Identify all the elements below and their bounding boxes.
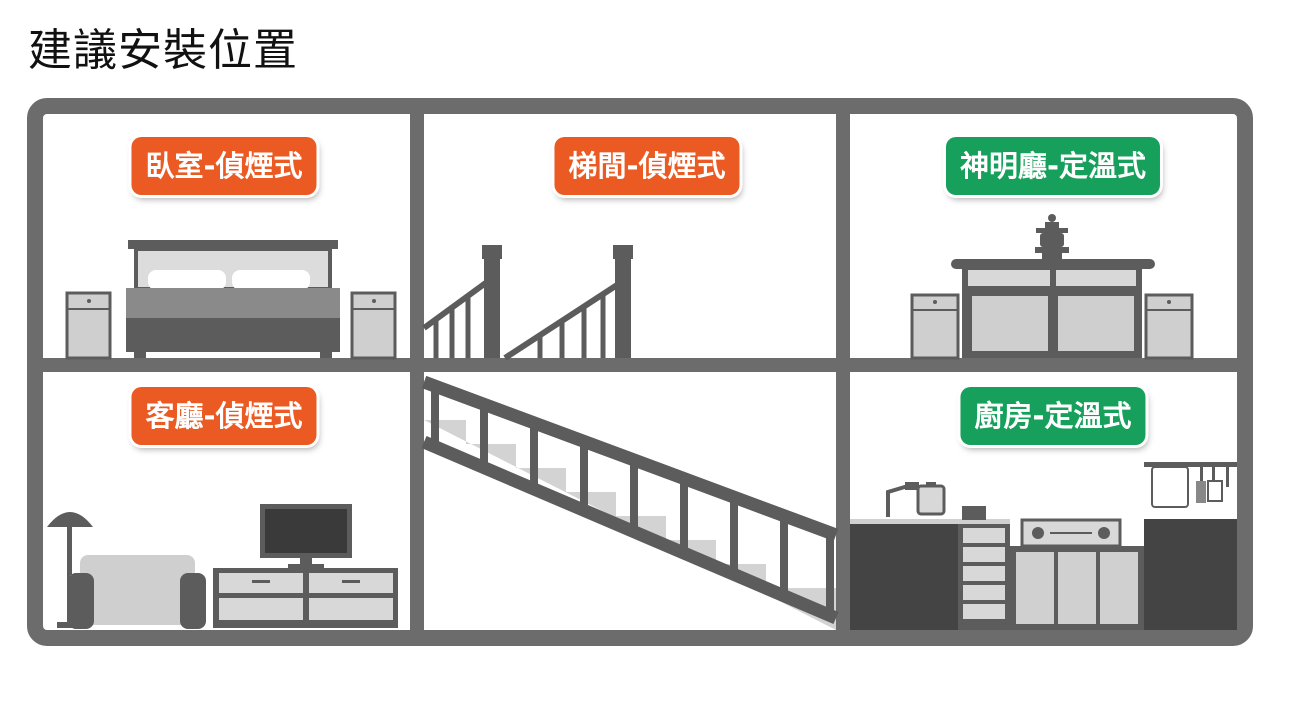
stair-railing-upper [422,245,633,361]
altar-table [951,259,1155,358]
kitchen-furniture [850,462,1237,630]
page-title: 建議安裝位置 [28,25,298,76]
bed [126,240,340,358]
living-room-label: 客廳-偵煙式 [131,387,317,445]
house-frame [27,98,1253,646]
nightstand-left [65,291,112,360]
gas-stove [1020,518,1122,548]
cabinet-left [910,293,960,360]
shrine-furniture [910,214,1194,360]
sofa [68,555,206,629]
tv-cabinet [213,568,398,628]
staircase-lower [421,375,839,630]
lower-cabinets [1010,546,1144,630]
shrine-hall-label: 神明廳-定溫式 [945,137,1161,195]
incense-burner [1035,214,1069,259]
faucet-and-pot [886,482,986,520]
nightstand-right [350,291,397,360]
drawer-unit [958,524,1010,630]
bedroom-label: 臥室-偵煙式 [131,137,317,195]
kitchen-label: 廚房-定溫式 [960,387,1146,445]
stairway-label: 梯間-偵煙式 [554,137,740,195]
television [260,504,352,568]
countertop-left [850,519,1010,630]
utensil-rack [1144,462,1237,508]
countertop-right [1144,519,1237,630]
living-room-furniture [47,504,398,629]
bedroom-furniture [65,240,397,360]
cabinet-right [1144,293,1194,360]
